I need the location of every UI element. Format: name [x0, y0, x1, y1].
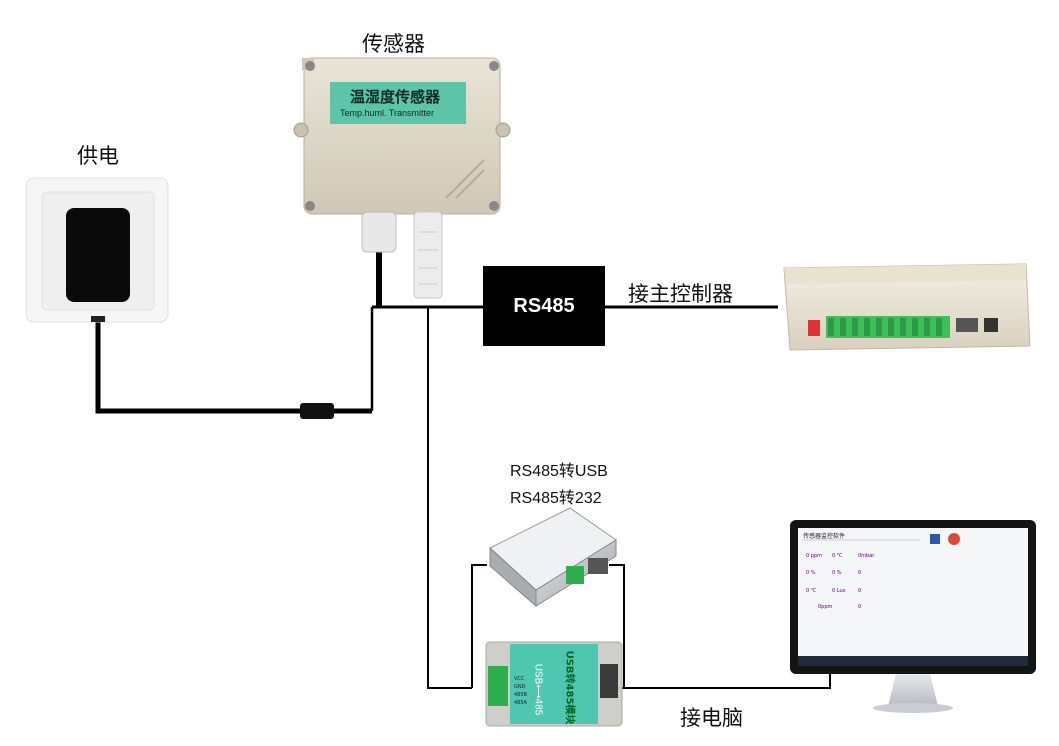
- controller-label: 接主控制器: [628, 282, 733, 306]
- converter-line: [427, 307, 472, 689]
- sensor-title: 传感器: [362, 32, 425, 56]
- reading-1: 0 ℃: [832, 553, 843, 559]
- reading-4: 0 %: [832, 570, 842, 576]
- usb-485-module: [485, 641, 623, 727]
- power-adapter-plug: [300, 403, 334, 419]
- power-cable: [95, 318, 372, 414]
- software-title: 传感器监控软件: [803, 533, 846, 540]
- usb-pin-vcc: VCC: [514, 676, 525, 682]
- reading-7: 0 Lux: [832, 588, 846, 594]
- pc-line: [624, 673, 831, 689]
- converter-label-usb: RS485转USB: [510, 463, 608, 480]
- reading-6: 0 ℃: [806, 588, 817, 594]
- usb-pin-485a: 485A: [514, 700, 527, 706]
- main-controller: [783, 263, 1031, 351]
- sensor-name-en: Temp.huml. Transmitter: [340, 108, 435, 118]
- pc-label: 接电脑: [680, 706, 743, 730]
- reading-9: 0ppm: [818, 604, 833, 610]
- reading-2: 0mbar: [858, 553, 875, 559]
- wall-socket: [25, 177, 169, 323]
- usb-pin-485b: 485B: [514, 692, 527, 698]
- rs485-converter: [489, 507, 617, 608]
- usb-pin-gnd: GND: [514, 684, 526, 690]
- reading-5: 0: [858, 570, 862, 576]
- converter-label-232: RS485转232: [510, 490, 602, 507]
- power-label: 供电: [77, 144, 119, 168]
- reading-0: 0 ppm: [806, 553, 822, 559]
- sensor-name-cn: 温湿度传感器: [350, 88, 441, 106]
- sensor-device: [293, 57, 511, 299]
- reading-3: 0 %: [806, 570, 816, 576]
- converter-bracket-left: [471, 564, 487, 688]
- pc-monitor: [790, 520, 1036, 713]
- usb-module-title: USB转485模块: [563, 650, 575, 725]
- reading-8: 0: [858, 588, 862, 594]
- sensor-label-plate: [330, 82, 466, 124]
- rs485-box: RS485: [483, 266, 605, 346]
- usb-module-arrow: USB⟷485: [532, 663, 544, 716]
- reading-10: 0: [858, 604, 862, 610]
